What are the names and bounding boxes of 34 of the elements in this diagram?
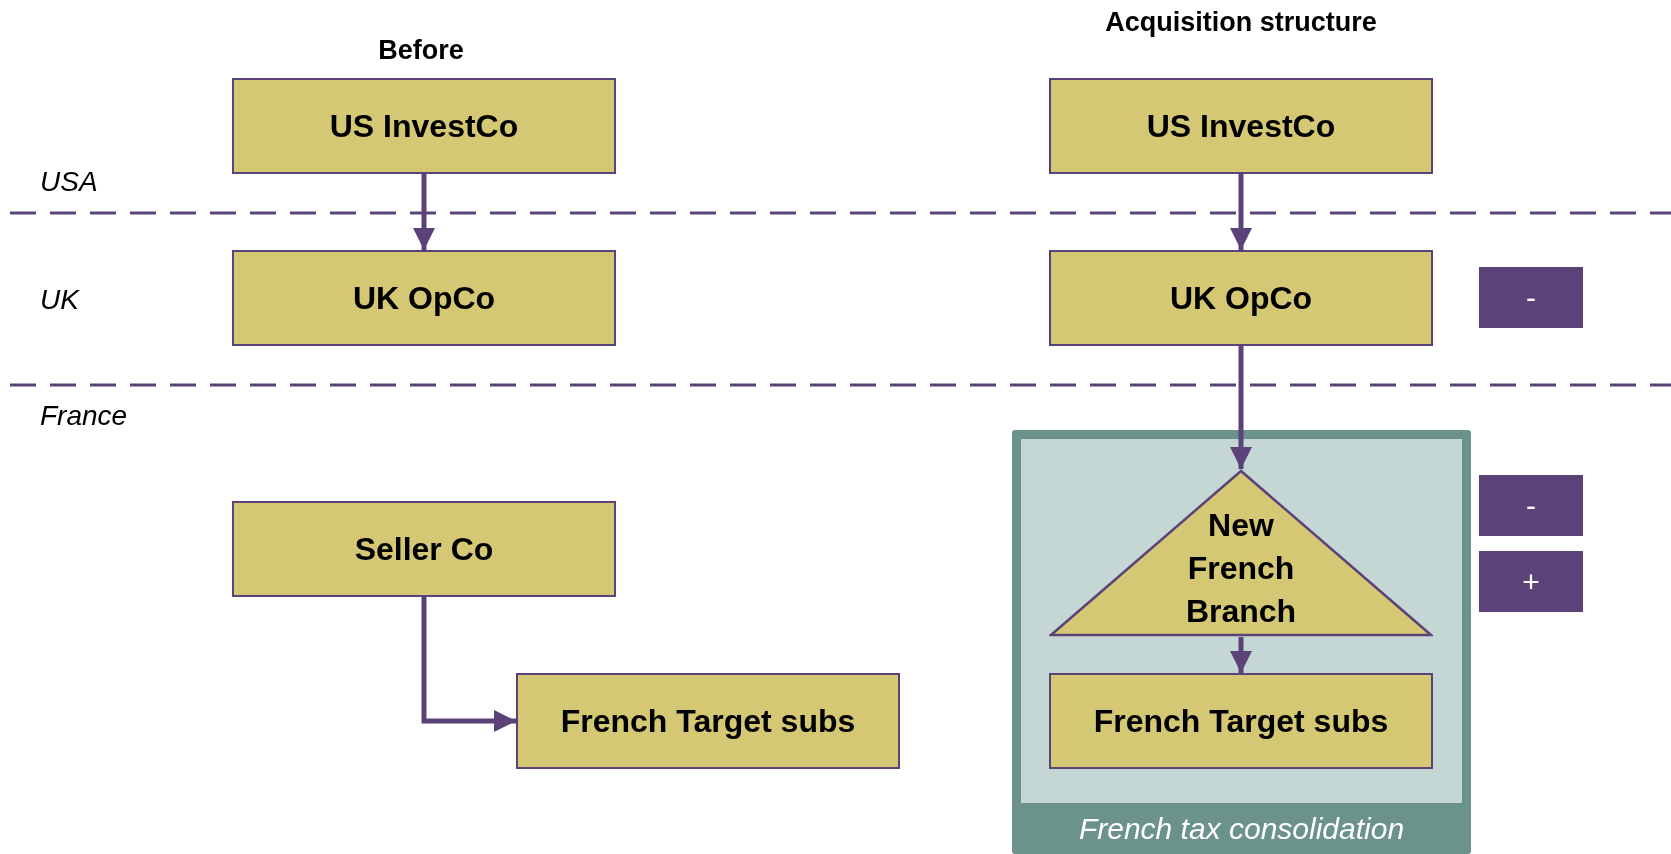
ownership-arrow [1229, 174, 1253, 250]
node-label: Seller Co [354, 530, 494, 568]
entity-box [1049, 673, 1433, 769]
entity-box [1049, 250, 1433, 346]
node-label: US InvestCo [329, 107, 519, 145]
entity-box [1049, 78, 1433, 174]
group-caption: French tax consolidation [1077, 812, 1406, 846]
node-label: UK OpCo [1169, 279, 1313, 317]
region-label: UK [40, 284, 79, 316]
effect-badge [1479, 551, 1583, 612]
node-label: French Target subs [1093, 702, 1389, 740]
column-heading: Before [377, 34, 465, 67]
effect-badge [1479, 475, 1583, 536]
branch-triangle [1049, 469, 1433, 637]
node-label: French Target subs [560, 702, 856, 740]
ownership-arrow [421, 597, 516, 733]
ownership-arrow [1229, 637, 1253, 673]
sign-label: - [1526, 488, 1536, 523]
entity-box [232, 501, 616, 597]
ownership-arrow [1229, 346, 1253, 469]
column-heading: Acquisition structure [1104, 6, 1378, 39]
region-label: France [40, 400, 128, 432]
node-label: New French Branch [1184, 506, 1298, 631]
effect-badge [1479, 267, 1583, 328]
node-label: UK OpCo [352, 279, 496, 317]
entity-box [232, 250, 616, 346]
entity-box [516, 673, 900, 769]
tax-consolidation-group [1012, 430, 1471, 854]
ownership-arrow [412, 174, 436, 250]
sign-label: - [1526, 280, 1536, 315]
region-label: USA [40, 166, 98, 198]
entity-box [232, 78, 616, 174]
sign-label: + [1522, 564, 1540, 599]
node-label: US InvestCo [1146, 107, 1336, 145]
